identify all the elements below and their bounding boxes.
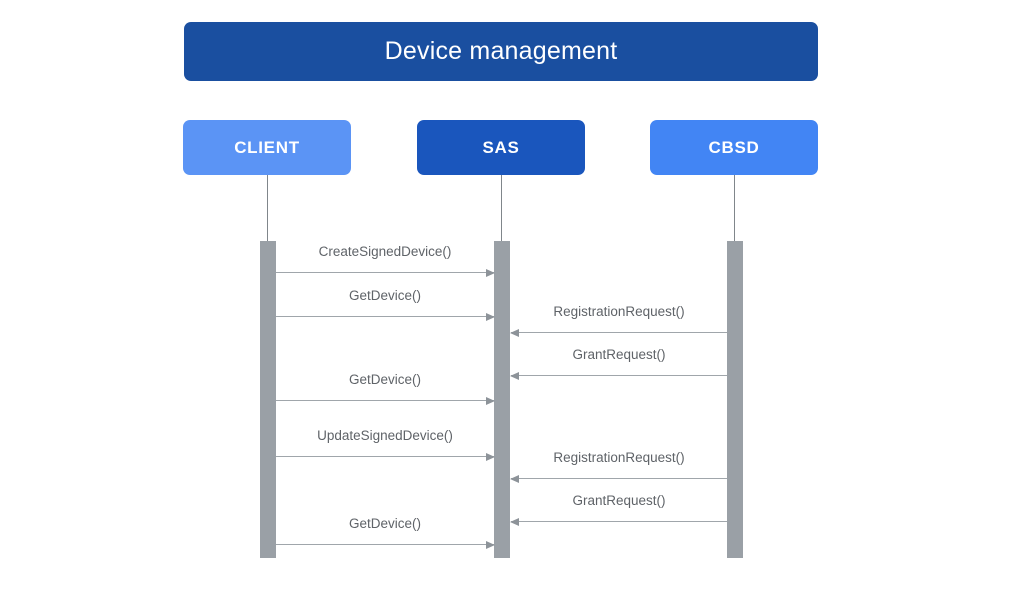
- arrow-head-right-icon: [486, 269, 495, 277]
- message-label: GrantRequest(): [572, 493, 666, 508]
- message-line: [511, 478, 727, 479]
- arrow-head-right-icon: [486, 313, 495, 321]
- arrow-head-left-icon: [510, 518, 519, 526]
- message-label: CreateSignedDevice(): [318, 244, 452, 259]
- arrow-head-left-icon: [510, 329, 519, 337]
- message-arrow: CreateSignedDevice(): [276, 243, 495, 277]
- arrow-head-right-icon: [486, 453, 495, 461]
- participant-cbsd[interactable]: CBSD: [650, 120, 818, 175]
- message-label: RegistrationRequest(): [553, 304, 685, 319]
- message-arrow: GetDevice(): [276, 371, 495, 405]
- message-line: [276, 272, 494, 273]
- message-arrow: GetDevice(): [276, 515, 495, 549]
- message-line: [511, 521, 727, 522]
- participant-sas-label: SAS: [482, 137, 520, 157]
- participant-cbsd-label: CBSD: [708, 137, 760, 157]
- diagram-title-banner: Device management: [184, 22, 818, 81]
- arrow-head-right-icon: [486, 397, 495, 405]
- activation-bar-client: [260, 241, 276, 558]
- page-title: Device management: [384, 37, 618, 65]
- participant-sas[interactable]: SAS: [417, 120, 585, 175]
- message-label: GetDevice(): [348, 372, 421, 387]
- message-line: [276, 316, 494, 317]
- lifeline-cbsd: [734, 175, 735, 245]
- arrow-head-left-icon: [510, 475, 519, 483]
- message-label: GetDevice(): [348, 288, 421, 303]
- message-arrow: GrantRequest(): [510, 346, 727, 380]
- activation-bar-cbsd: [727, 241, 743, 558]
- message-arrow: GrantRequest(): [510, 492, 727, 526]
- message-line: [276, 400, 494, 401]
- message-label: GrantRequest(): [572, 347, 666, 362]
- message-label: RegistrationRequest(): [553, 450, 685, 465]
- message-arrow: RegistrationRequest(): [510, 449, 727, 483]
- activation-bar-sas: [494, 241, 510, 558]
- participant-client[interactable]: CLIENT: [183, 120, 351, 175]
- lifeline-sas: [501, 175, 502, 245]
- message-label: GetDevice(): [348, 516, 421, 531]
- message-line: [276, 456, 494, 457]
- participant-client-label: CLIENT: [234, 137, 300, 157]
- message-arrow: UpdateSignedDevice(): [276, 427, 495, 461]
- arrow-head-left-icon: [510, 372, 519, 380]
- message-line: [511, 375, 727, 376]
- message-arrow: RegistrationRequest(): [510, 303, 727, 337]
- message-arrow: GetDevice(): [276, 287, 495, 321]
- message-label: UpdateSignedDevice(): [317, 428, 453, 443]
- message-line: [276, 544, 494, 545]
- arrow-head-right-icon: [486, 541, 495, 549]
- message-line: [511, 332, 727, 333]
- lifeline-client: [267, 175, 268, 245]
